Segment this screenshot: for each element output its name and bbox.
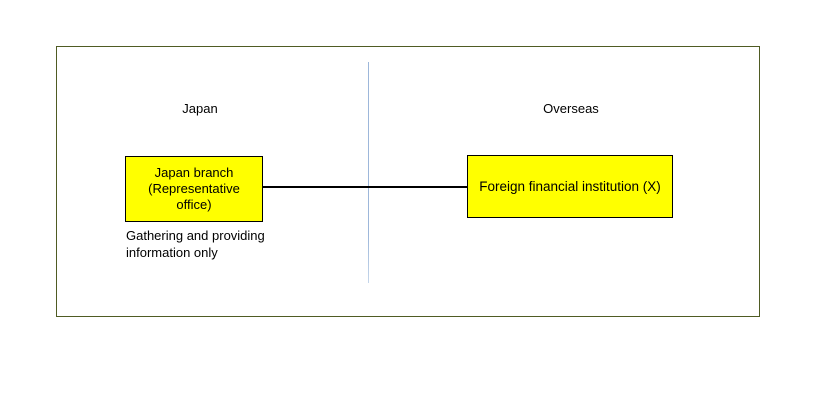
region-label-overseas: Overseas: [543, 101, 599, 116]
foreign-institution-label: Foreign financial institution (X): [479, 178, 661, 194]
japan-branch-label-line2: (Representative: [148, 181, 240, 196]
japan-branch-label-line3: office): [176, 197, 212, 212]
japan-branch-caption: Gathering and providing information only: [126, 227, 286, 261]
japan-branch-label-line1: Japan branch: [154, 165, 234, 180]
japan-branch-box: Japan branch (Representative office): [125, 156, 263, 222]
foreign-institution-box: Foreign financial institution (X): [467, 155, 673, 218]
caption-line1: Gathering and providing: [126, 228, 265, 243]
connector-line: [263, 186, 467, 188]
region-label-japan: Japan: [182, 101, 218, 116]
caption-line2: information only: [126, 245, 218, 260]
region-divider-line: [368, 62, 369, 283]
